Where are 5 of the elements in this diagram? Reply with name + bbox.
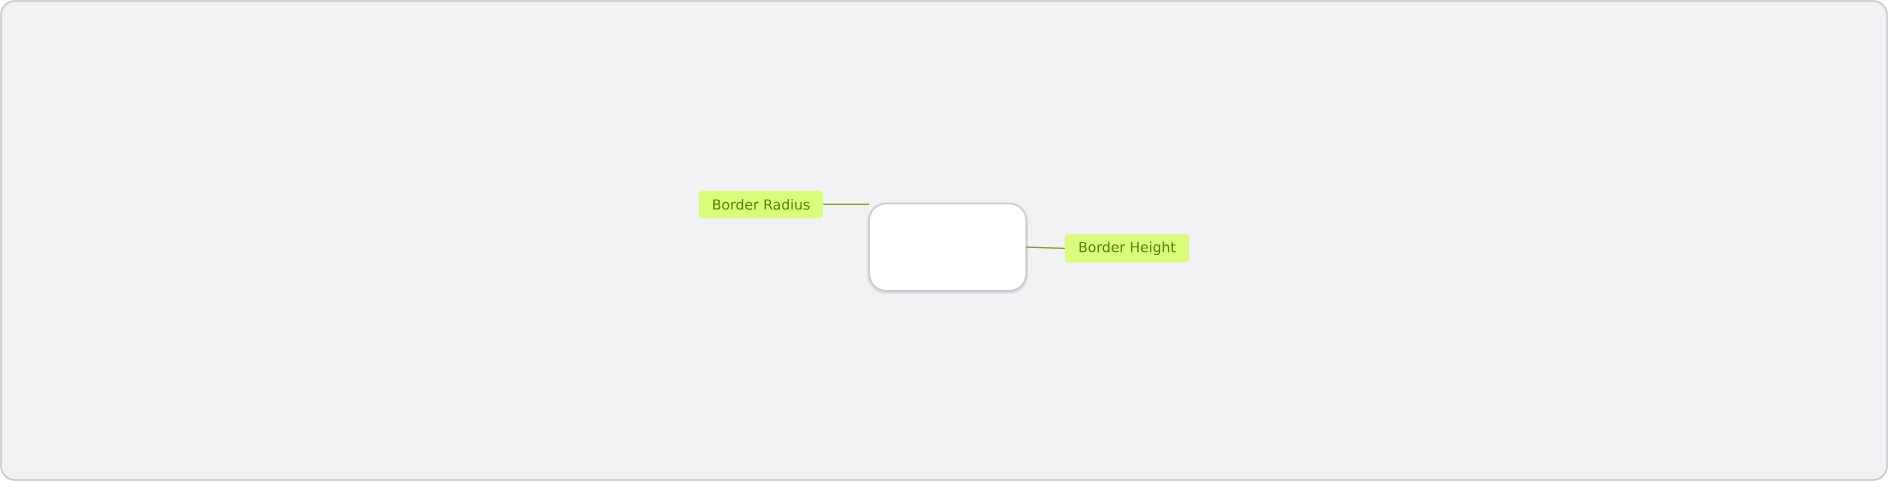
callout-label: Border Height (1065, 234, 1189, 263)
leader-line (1025, 246, 1066, 249)
rounded-box (866, 202, 1029, 294)
callout-label: Border Radius (699, 190, 823, 219)
leader-line (822, 203, 870, 206)
